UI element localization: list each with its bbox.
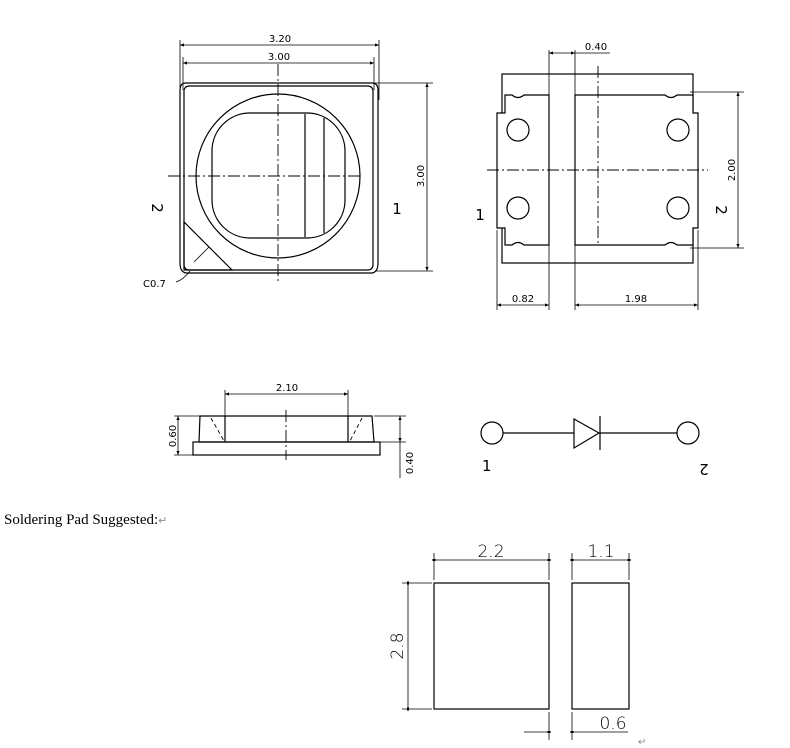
dim-pad-height: 2.00: [727, 159, 738, 181]
top-view: 3.20 3.00 3.00 2 1 C0.7: [143, 34, 433, 290]
dim-left-pad: 0.82: [512, 294, 534, 305]
bottom-view: 0.40 2.00 0.82 1.98 1 2: [475, 42, 744, 310]
soldering-pad-heading: Soldering Pad Suggested:↵: [4, 512, 167, 529]
dim-gap: 0.40: [585, 42, 607, 53]
dim-width-body: 3.00: [268, 52, 290, 63]
pin-label-1: 1: [392, 200, 402, 218]
dim-lens: 2.10: [276, 383, 298, 394]
soldering-pad-title: Soldering Pad Suggested:: [4, 512, 159, 528]
pin-label-2: 2: [148, 203, 166, 213]
dim-gap: 0.6: [599, 714, 626, 734]
cathode-label: 2: [699, 460, 709, 478]
side-view: 2.10 0.60 0.40: [168, 383, 416, 478]
return-mark: ↵: [158, 515, 168, 527]
dim-right-pad: 1.98: [625, 294, 647, 305]
return-mark: ↵: [638, 737, 646, 748]
dim-base-height: 0.40: [405, 452, 416, 474]
dim-height: 3.00: [416, 165, 427, 187]
soldering-pad-drawing: 2.2 1.1 2.8 0.6 ↵: [388, 542, 646, 748]
pin-label-1: 1: [475, 206, 485, 224]
dim-total-height: 0.60: [168, 425, 179, 447]
dim-small-width: 1.1: [587, 542, 614, 562]
dim-large-width: 2.2: [477, 542, 504, 562]
diode-schematic: 1 2: [480, 416, 709, 478]
chamfer-label: C0.7: [143, 279, 166, 290]
anode-label: 1: [482, 457, 492, 475]
dim-width-outer: 3.20: [269, 34, 291, 45]
pin-label-2: 2: [712, 205, 730, 215]
dim-height: 2.8: [388, 632, 408, 659]
